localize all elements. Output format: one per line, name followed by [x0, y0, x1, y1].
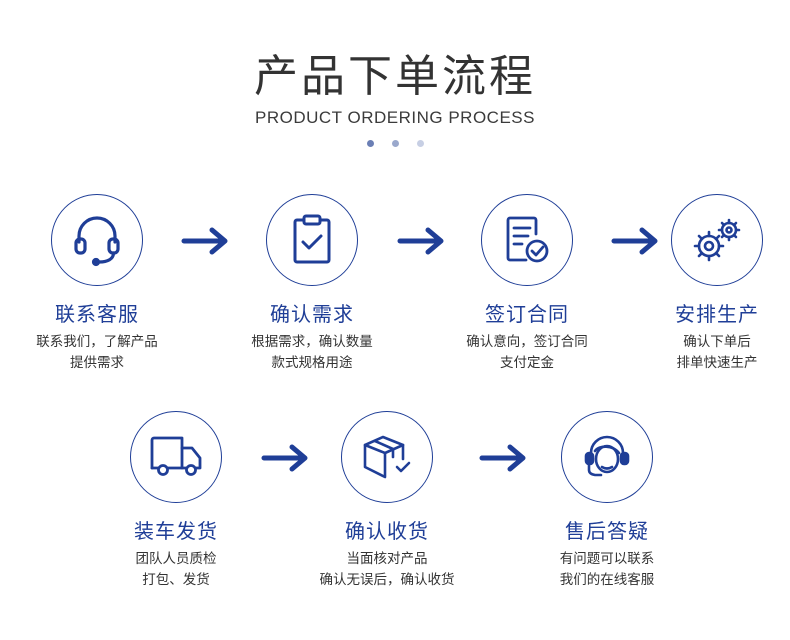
arrow-right-icon: [397, 227, 444, 255]
arrow-right-icon: [479, 444, 526, 472]
dot: [366, 140, 374, 147]
headset-icon: [74, 216, 120, 267]
desc-line: 确认下单后: [683, 334, 751, 350]
decorative-dots: [0, 140, 790, 147]
step-desc: 有问题可以联系 我们的在线客服: [517, 549, 697, 591]
step-confirm-requirements: 确认需求 根据需求，确认数量 款式规格用途: [222, 194, 402, 374]
step-title: 装车发货: [134, 519, 218, 543]
desc-line: 支付定金: [500, 355, 554, 371]
step-circle: [671, 194, 763, 286]
step-circle: [266, 194, 358, 286]
arrow-right-icon: [181, 227, 228, 255]
desc-line: 团队人员质检: [135, 551, 217, 567]
step-title: 确认需求: [270, 302, 354, 326]
step-title: 联系客服: [55, 302, 139, 326]
gears-icon: [693, 218, 741, 262]
package-check-icon: [363, 435, 411, 479]
page-subtitle: PRODUCT ORDERING PROCESS: [255, 108, 535, 127]
step-title: 安排生产: [675, 302, 759, 326]
desc-line: 款式规格用途: [271, 355, 353, 371]
desc-line: 联系我们，了解产品: [36, 334, 158, 350]
desc-line: 有问题可以联系: [559, 551, 655, 567]
step-desc: 确认意向，签订合同 支付定金: [437, 332, 617, 374]
step-ship-goods: 装车发货 团队人员质检 打包、发货: [86, 411, 266, 591]
step-title: 确认收货: [345, 519, 429, 543]
desc-line: 确认无误后，确认收货: [319, 572, 455, 588]
step-contact-service: 联系客服 联系我们，了解产品 提供需求: [7, 194, 187, 374]
desc-line: 排单快速生产: [676, 355, 758, 371]
step-circle: [481, 194, 573, 286]
step-desc: 当面核对产品 确认无误后，确认收货: [297, 549, 477, 591]
step-circle: [561, 411, 653, 503]
step-after-sales: 售后答疑 有问题可以联系 我们的在线客服: [517, 411, 697, 591]
step-desc: 团队人员质检 打包、发货: [86, 549, 266, 591]
step-title: 签订合同: [485, 302, 569, 326]
step-title: 售后答疑: [565, 519, 649, 543]
contract-sign-icon: [506, 216, 549, 263]
step-circle: [341, 411, 433, 503]
step-circle: [130, 411, 222, 503]
desc-line: 根据需求，确认数量: [251, 334, 373, 350]
step-desc: 联系我们，了解产品 提供需求: [7, 332, 187, 374]
support-agent-icon: [584, 435, 630, 477]
step-confirm-receipt: 确认收货 当面核对产品 确认无误后，确认收货: [297, 411, 477, 591]
desc-line: 当面核对产品: [346, 551, 428, 567]
step-sign-contract: 签订合同 确认意向，签订合同 支付定金: [437, 194, 617, 374]
step-arrange-production: 安排生产 确认下单后 排单快速生产: [627, 194, 790, 374]
step-desc: 根据需求，确认数量 款式规格用途: [222, 332, 402, 374]
dot: [416, 140, 424, 147]
desc-line: 提供需求: [70, 355, 124, 371]
arrow-right-icon: [261, 444, 308, 472]
desc-line: 确认意向，签订合同: [466, 334, 588, 350]
step-circle: [51, 194, 143, 286]
step-desc: 确认下单后 排单快速生产: [627, 332, 790, 374]
arrow-right-icon: [611, 227, 658, 255]
page-title: 产品下单流程: [254, 51, 536, 102]
desc-line: 我们的在线客服: [559, 572, 655, 588]
clipboard-check-icon: [293, 214, 331, 264]
desc-line: 打包、发货: [142, 572, 210, 588]
dot: [391, 140, 399, 147]
truck-icon: [150, 436, 202, 476]
